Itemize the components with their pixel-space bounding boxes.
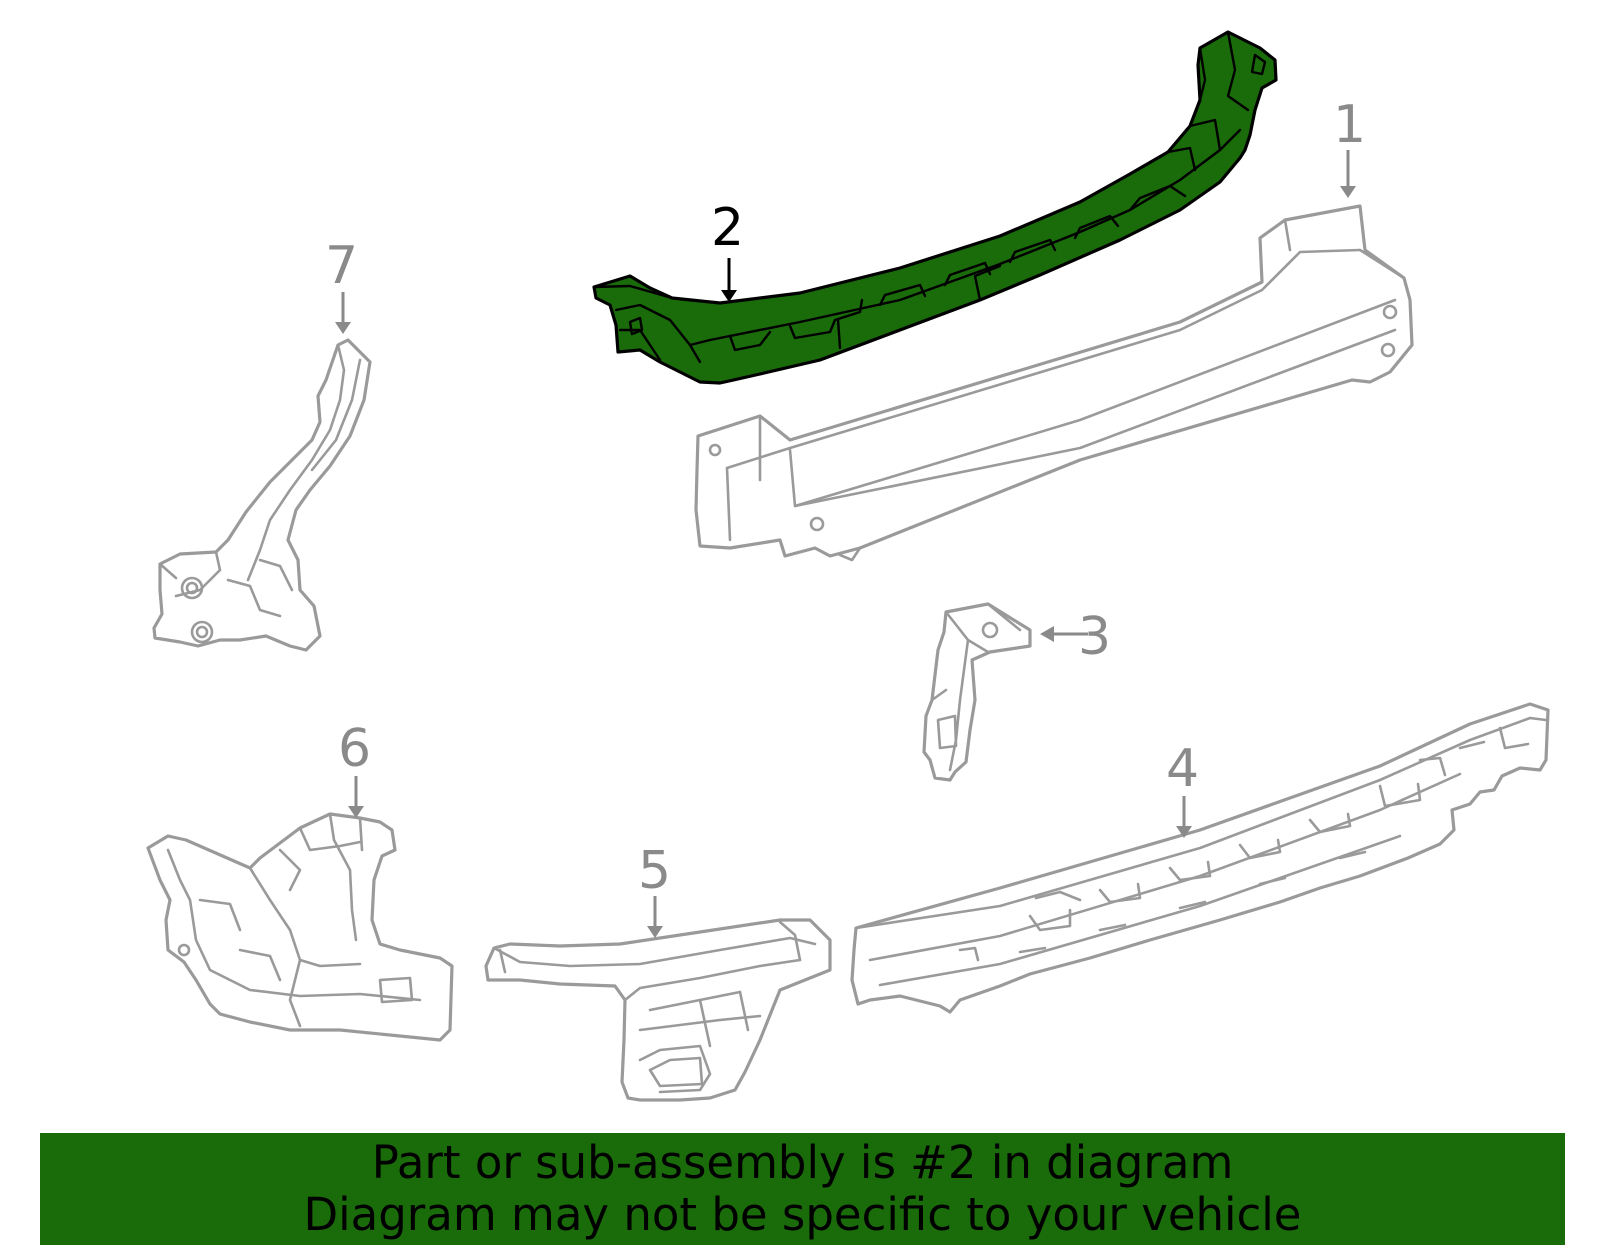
part-7-bracket[interactable] [152,338,372,652]
callout-5: 5 [638,841,671,901]
leader-2 [721,258,737,302]
part-1-reinforcement-beam[interactable] [694,204,1414,562]
banner-line-part: Part or sub-assembly is #2 in diagram [371,1136,1234,1189]
callout-4: 4 [1166,739,1199,799]
part-6-bracket[interactable] [146,812,454,1042]
leader-4 [1176,796,1192,838]
callout-6: 6 [338,719,371,779]
part-5-bracket[interactable] [484,918,832,1102]
part-4-absorber[interactable] [850,702,1550,1014]
leader-6 [348,776,364,818]
part-2-body [592,30,1278,385]
part-2-highlighted-absorber[interactable] [592,30,1278,385]
leader-1 [1340,150,1356,198]
callout-3: 3 [1078,607,1111,667]
callout-7: 7 [325,236,358,296]
callout-1: 1 [1333,95,1366,155]
callout-2: 2 [711,198,744,258]
leader-5 [647,896,663,938]
info-banner: Part or sub-assembly is #2 in diagram Di… [40,1133,1565,1245]
banner-line-disclaimer: Diagram may not be specific to your vehi… [303,1188,1302,1241]
leader-7 [335,292,351,334]
part-3-bracket[interactable] [922,602,1032,782]
leader-3 [1040,626,1088,642]
